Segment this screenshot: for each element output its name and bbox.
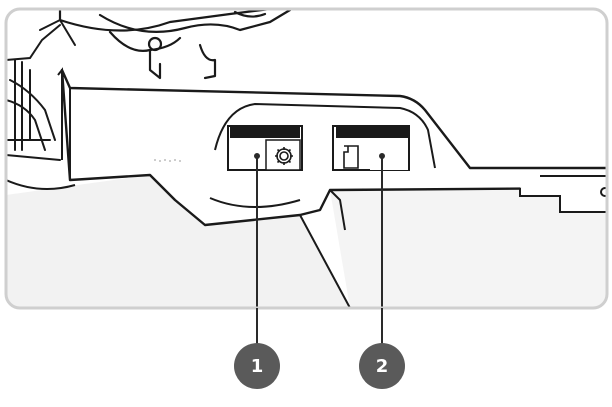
callout-1-anchor <box>254 153 260 159</box>
settings-port <box>227 125 303 171</box>
diagram-frame <box>4 7 609 310</box>
gear-icon <box>275 147 293 165</box>
callout-1: 1 <box>234 343 280 389</box>
cable-bundle <box>6 18 76 161</box>
right-connector <box>519 175 607 213</box>
callout-2-label: 2 <box>376 356 389 377</box>
callout-1-badge <box>234 343 280 389</box>
top-assembly <box>58 9 292 80</box>
callout-2-badge <box>359 343 405 389</box>
sd-card-icon <box>343 145 359 169</box>
callout-1-label: 1 <box>251 356 264 377</box>
callout-2: 2 <box>359 343 405 389</box>
sd-card-port <box>332 125 410 171</box>
callout-2-anchor <box>379 153 385 159</box>
device-illustration <box>6 9 607 308</box>
